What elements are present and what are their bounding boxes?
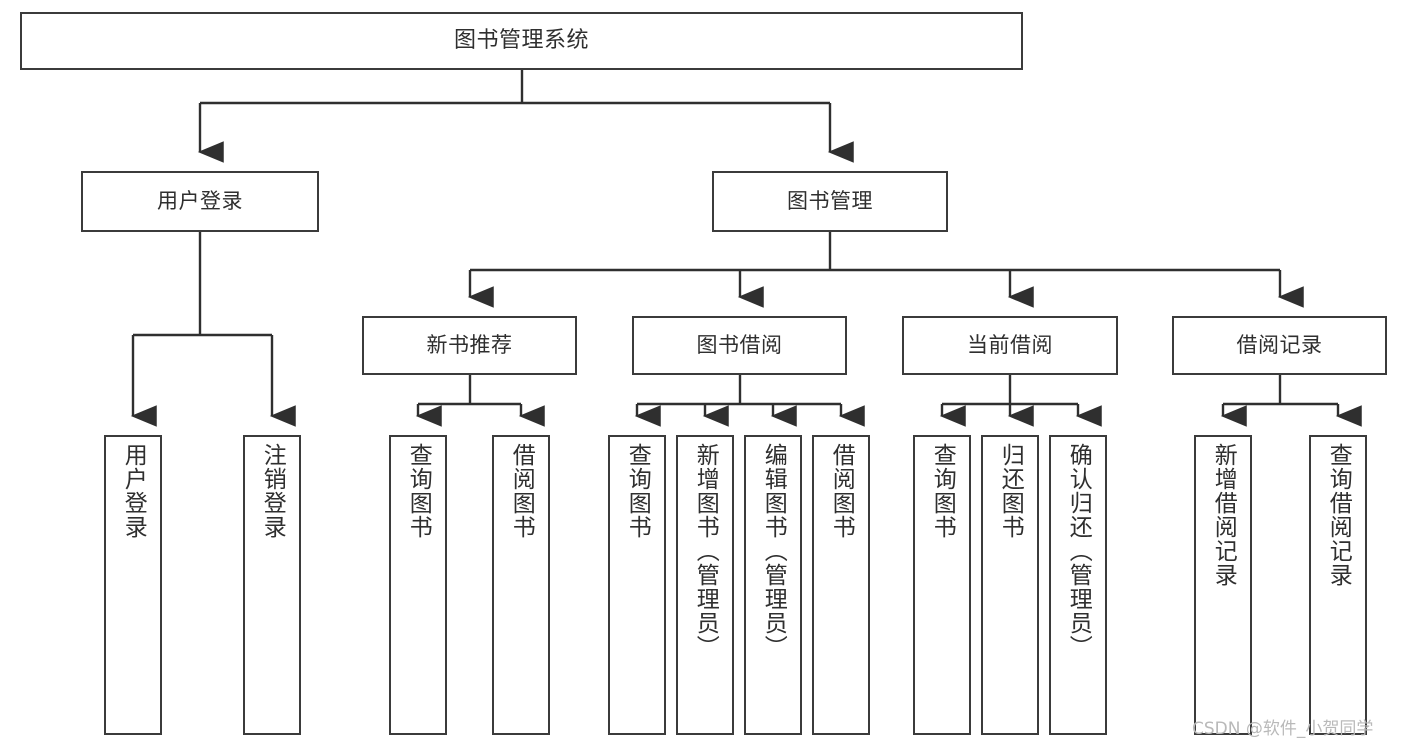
leaf-current-borrow-return[interactable]: 归还图书: [981, 435, 1039, 735]
leaf-book-borrow-borrow[interactable]: 借阅图书: [812, 435, 870, 735]
node-book-management[interactable]: 图书管理: [712, 171, 948, 232]
node-label: 用户登录: [120, 443, 147, 539]
node-label: 新书推荐: [426, 333, 513, 358]
leaf-new-book-query[interactable]: 查询图书: [389, 435, 447, 735]
node-borrow-record[interactable]: 借阅记录: [1172, 316, 1387, 375]
watermark-text: CSDN @软件_小贺同学: [1192, 719, 1374, 739]
node-label: 图书管理: [787, 189, 873, 214]
node-label: 编辑图书（管理员）: [760, 443, 787, 659]
leaf-borrow-record-add[interactable]: 新增借阅记录: [1194, 435, 1252, 735]
leaf-current-borrow-query[interactable]: 查询图书: [913, 435, 971, 735]
leaf-borrow-record-query[interactable]: 查询借阅记录: [1309, 435, 1367, 735]
node-label: 确认归还（管理员）: [1065, 443, 1092, 659]
node-label: 借阅图书: [508, 443, 535, 539]
node-label: 用户登录: [157, 189, 243, 214]
leaf-book-borrow-edit[interactable]: 编辑图书（管理员）: [744, 435, 802, 735]
node-label: 查询图书: [929, 443, 956, 539]
node-label: 图书管理系统: [453, 28, 589, 54]
node-label: 图书借阅: [696, 333, 783, 358]
leaf-current-borrow-confirm-return[interactable]: 确认归还（管理员）: [1049, 435, 1107, 735]
node-label: 查询图书: [624, 443, 651, 539]
node-book-borrow[interactable]: 图书借阅: [632, 316, 847, 375]
leaf-book-borrow-add[interactable]: 新增图书（管理员）: [676, 435, 734, 735]
node-new-book-recommend[interactable]: 新书推荐: [362, 316, 577, 375]
node-label: 新增图书（管理员）: [692, 443, 719, 659]
node-label: 查询借阅记录: [1325, 443, 1352, 587]
leaf-book-borrow-query[interactable]: 查询图书: [608, 435, 666, 735]
leaf-user-login-login[interactable]: 用户登录: [104, 435, 162, 735]
node-user-login[interactable]: 用户登录: [81, 171, 319, 232]
node-label: 新增借阅记录: [1210, 443, 1237, 587]
node-label: 借阅记录: [1236, 333, 1323, 358]
node-label: 归还图书: [997, 443, 1024, 539]
node-root-book-management-system[interactable]: 图书管理系统: [20, 12, 1023, 70]
node-label: 注销登录: [259, 443, 286, 539]
leaf-new-book-borrow[interactable]: 借阅图书: [492, 435, 550, 735]
node-label: 查询图书: [405, 443, 432, 539]
leaf-user-login-logout[interactable]: 注销登录: [243, 435, 301, 735]
node-label: 当前借阅: [967, 333, 1053, 358]
node-label: 借阅图书: [828, 443, 855, 539]
node-current-borrow[interactable]: 当前借阅: [902, 316, 1118, 375]
